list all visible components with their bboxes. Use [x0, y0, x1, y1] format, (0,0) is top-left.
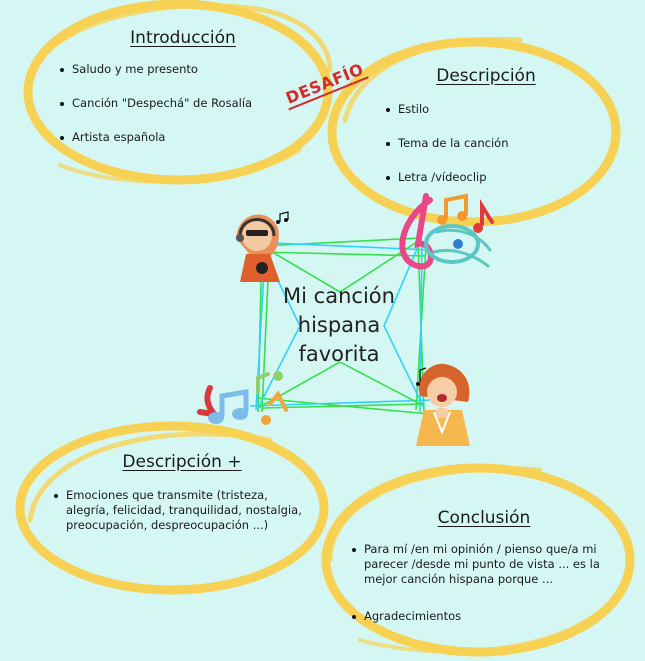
- conclusion-item-2: Agradecimientos: [350, 609, 618, 624]
- center-title: Mi canción hispana favorita: [264, 282, 414, 369]
- descripcion-item-2: Tema de la canción: [384, 136, 576, 151]
- center-title-line-1: Mi canción: [283, 284, 395, 308]
- intro-box: Introducción Saludo y me presento Canció…: [58, 28, 308, 145]
- intro-heading: Introducción: [130, 28, 236, 48]
- conclusion-box: Conclusión Para mí /en mi opinión / pien…: [350, 508, 618, 624]
- oval-descripcion: [327, 36, 621, 227]
- intro-item-1: Saludo y me presento: [58, 62, 308, 77]
- descripcion-list: Estilo Tema de la canción Letra /vídeocl…: [384, 102, 576, 185]
- intro-list: Saludo y me presento Canción "Despechá" …: [58, 62, 308, 145]
- oval-conclusion: [321, 463, 635, 657]
- conclusion-heading: Conclusión: [437, 508, 531, 528]
- descripcion-plus-list: Emociones que transmite (tristeza, alegr…: [52, 488, 302, 533]
- conclusion-item-1: Para mí /en mi opinión / pienso que/a mi…: [350, 542, 618, 587]
- oval-intro: [23, 0, 333, 185]
- descripcion-plus-item-1: Emociones que transmite (tristeza, alegr…: [52, 488, 302, 533]
- music-notes-icon: [399, 193, 494, 270]
- descripcion-heading: Descripción: [436, 66, 536, 86]
- intro-item-2: Canción "Despechá" de Rosalía: [58, 96, 308, 111]
- center-title-line-3: favorita: [298, 342, 380, 366]
- center-title-line-2: hispana: [297, 313, 381, 337]
- oval-descripcion-plus: [15, 421, 329, 595]
- descripcion-plus-box: Descripción + Emociones que transmite (t…: [52, 452, 302, 533]
- girl-headphones-icon: [236, 211, 289, 282]
- descripcion-item-3: Letra /vídeoclip: [384, 170, 576, 185]
- descripcion-item-1: Estilo: [384, 102, 576, 117]
- descripcion-plus-heading: Descripción +: [122, 452, 242, 472]
- conclusion-list: Para mí /en mi opinión / pienso que/a mi…: [350, 542, 618, 624]
- music-notes-left-icon: [197, 371, 288, 425]
- descripcion-box: Descripción Estilo Tema de la canción Le…: [376, 66, 576, 185]
- intro-item-3: Artista española: [58, 130, 308, 145]
- singing-girl-icon: [416, 363, 470, 446]
